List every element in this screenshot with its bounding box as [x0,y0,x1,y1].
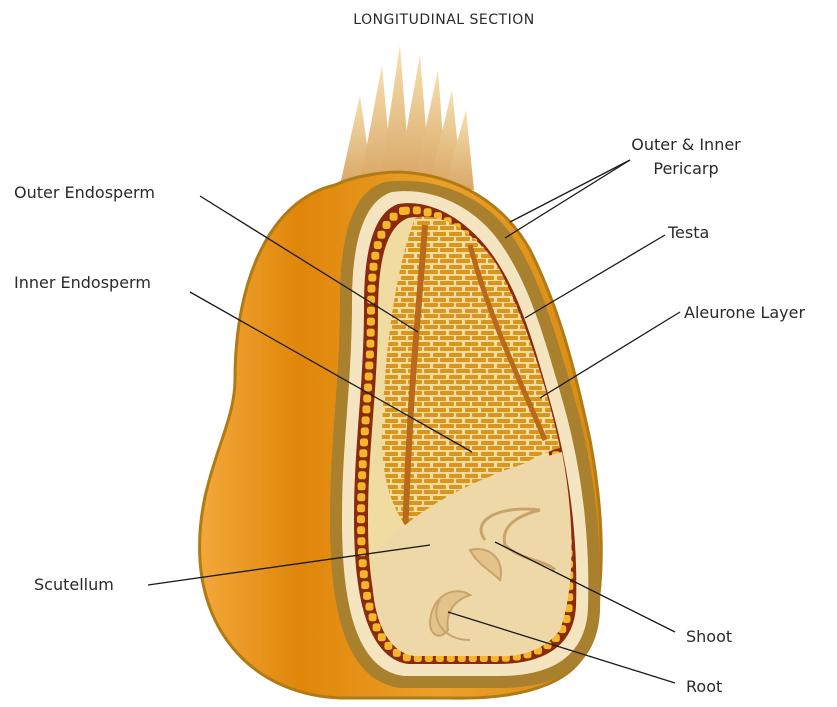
label-testa: Testa [667,223,709,242]
aleurone-cell [367,318,375,326]
silk-hairs [340,45,474,190]
aleurone-cell [361,427,369,435]
aleurone-cell [370,263,378,271]
aleurone-cell [364,384,372,392]
aleurone-cell [377,231,385,239]
aleurone-cell [366,351,374,359]
aleurone-cell [361,581,369,589]
aleurone-cell [357,537,365,545]
label-outer-endosperm: Outer Endosperm [14,183,155,202]
aleurone-cell [378,633,386,641]
aleurone-cell [359,460,367,468]
aleurone-cell [357,515,365,523]
aleurone-cell [366,340,374,348]
aleurone-cell [369,613,377,621]
label-shoot: Shoot [686,627,732,646]
label-scutellum: Scutellum [34,575,114,594]
aleurone-cell [362,405,370,413]
aleurone-cell [368,274,376,282]
aleurone-cell [362,416,370,424]
aleurone-cell [358,471,366,479]
aleurone-cell [367,329,375,337]
aleurone-cell [371,252,379,260]
aleurone-cell [359,559,367,567]
aleurone-cell [413,206,421,214]
aleurone-cell [368,285,376,293]
aleurone-cell [424,208,432,216]
aleurone-cell [365,373,373,381]
aleurone-cell [402,207,410,215]
aleurone-cell [374,241,382,249]
aleurone-cell [363,592,371,600]
aleurone-cell [390,213,398,221]
diagram-title: LONGITUDINAL SECTION [353,12,534,28]
label-aleurone-layer: Aleurone Layer [684,303,805,322]
aleurone-cell [373,623,381,631]
aleurone-cell [360,570,368,578]
aleurone-cell [357,504,365,512]
aleurone-cell [363,395,371,403]
aleurone-cell [360,438,368,446]
label-inner-endosperm: Inner Endosperm [14,273,151,292]
aleurone-cell [357,493,365,501]
aleurone-cell [384,642,392,650]
aleurone-cell [383,221,391,229]
aleurone-cell [359,449,367,457]
label-pericarp-line1: Outer & Inner [631,135,741,154]
label-pericarp-line2: Pericarp [653,159,718,178]
aleurone-cell [358,482,366,490]
aleurone-cell [365,362,373,370]
aleurone-cell [366,603,374,611]
label-root: Root [686,677,722,696]
aleurone-cell [357,526,365,534]
aleurone-cell [367,307,375,315]
